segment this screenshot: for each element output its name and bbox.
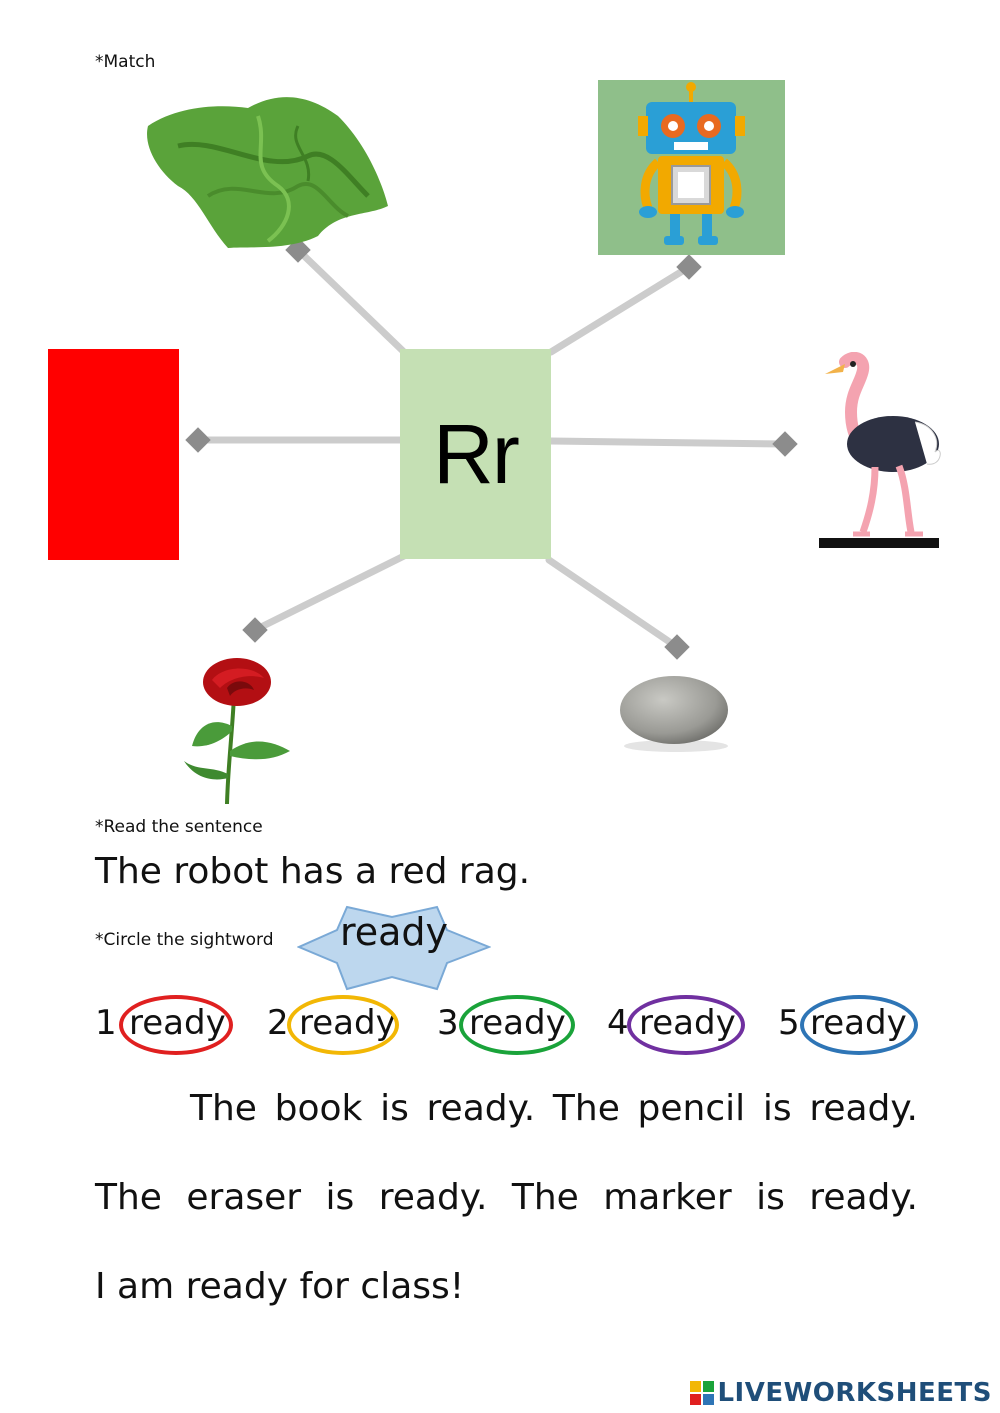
brand-text: LIVEWORKSHEETS xyxy=(717,1378,992,1408)
circle-mark xyxy=(800,995,918,1055)
connector-rose xyxy=(251,552,408,634)
rag-image xyxy=(147,97,388,248)
sightword-star xyxy=(297,905,491,991)
handle-robot[interactable] xyxy=(676,254,702,280)
connector-robot xyxy=(547,263,693,356)
read-instruction: *Read the sentence xyxy=(95,817,263,837)
ready-number: 5 xyxy=(778,1003,800,1043)
sightword-label: ready xyxy=(339,910,449,954)
handle-ostrich[interactable] xyxy=(772,431,798,457)
handle-rose[interactable] xyxy=(242,617,268,643)
circle-mark xyxy=(627,995,745,1055)
center-letters: Rr xyxy=(433,406,520,501)
target-sentence: The robot has a red rag. xyxy=(95,851,531,892)
paragraph-line-1: The book is ready. The pencil is ready. xyxy=(190,1088,918,1129)
match-instruction: *Match xyxy=(95,52,156,72)
ready-number: 3 xyxy=(437,1003,459,1043)
ready-number: 2 xyxy=(267,1003,289,1043)
red-rectangle xyxy=(48,349,179,560)
handle-red[interactable] xyxy=(185,427,211,453)
sightword-row: 1 ready 2 ready 3 ready 4 ready 5 ready xyxy=(95,993,935,1063)
connector-rock xyxy=(545,556,681,651)
liveworksheets-logo: LIVEWORKSHEETS xyxy=(690,1378,992,1408)
ready-number: 4 xyxy=(607,1003,629,1043)
circle-instruction: *Circle the sightword xyxy=(95,930,274,950)
handle-rock[interactable] xyxy=(664,634,690,660)
rock-image xyxy=(620,676,728,752)
circle-mark xyxy=(119,995,233,1055)
circle-mark xyxy=(287,995,399,1055)
connector-ostrich xyxy=(547,437,788,448)
rose-image xyxy=(184,658,290,805)
ready-number: 1 xyxy=(95,1003,117,1043)
center-letter-box: Rr xyxy=(400,349,551,559)
paragraph-line-2: The eraser is ready. The marker is ready… xyxy=(95,1177,918,1218)
paragraph-line-3: I am ready for class! xyxy=(95,1266,465,1307)
circle-mark xyxy=(459,995,575,1055)
robot-image xyxy=(598,80,785,255)
connector-rag xyxy=(294,246,408,356)
ostrich-image xyxy=(819,352,941,548)
logo-icon xyxy=(690,1381,715,1405)
